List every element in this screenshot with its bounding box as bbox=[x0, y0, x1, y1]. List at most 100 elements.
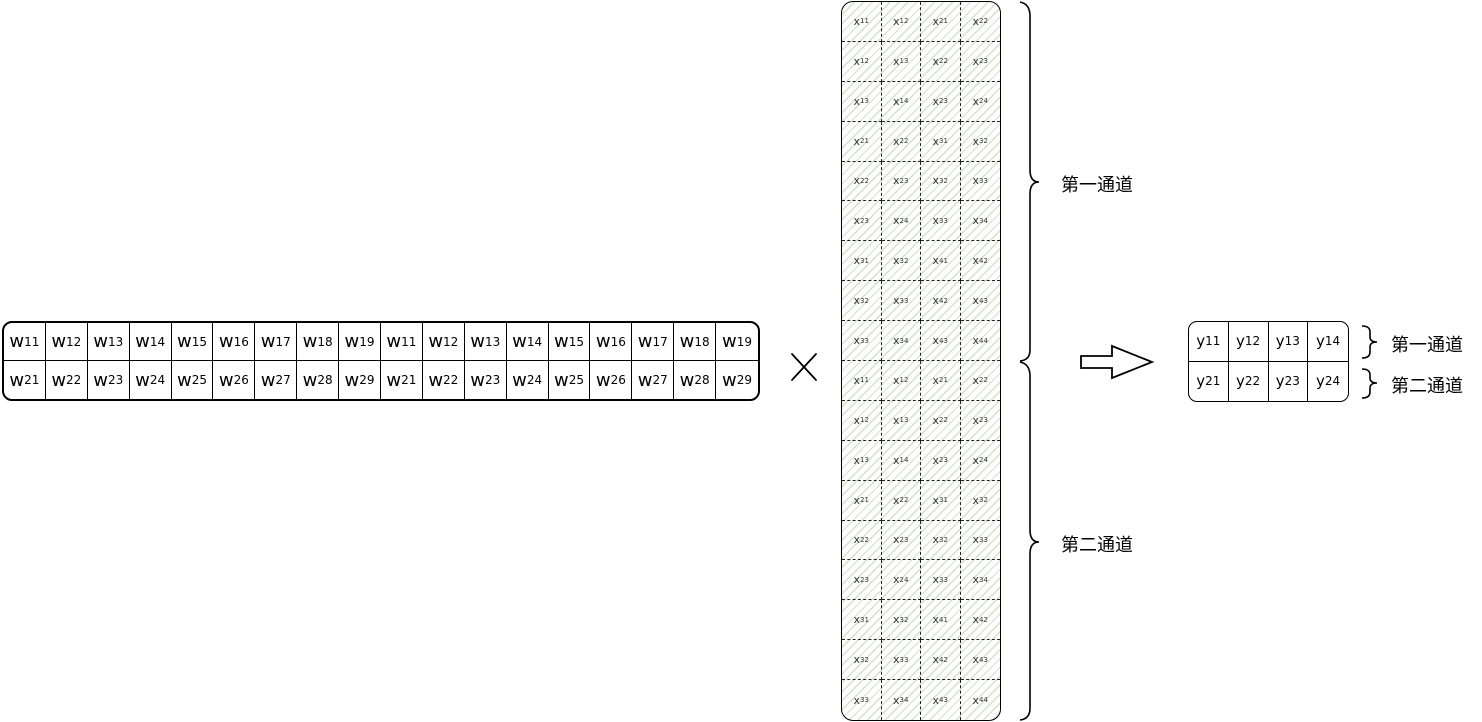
y-channel-2-label: 第二通道 bbox=[1391, 376, 1463, 397]
x-matrix-symbol: x bbox=[972, 214, 980, 228]
w-matrix-symbol: w bbox=[595, 369, 611, 391]
w-matrix-symbol: w bbox=[386, 369, 402, 391]
x-matrix-symbol: x bbox=[972, 613, 980, 627]
x-matrix-symbol: x bbox=[932, 294, 940, 308]
x-matrix-symbol: x bbox=[853, 453, 861, 467]
x-matrix-symbol: x bbox=[893, 14, 900, 28]
y-matrix-symbol: y bbox=[1316, 332, 1325, 351]
x-matrix-symbol: x bbox=[893, 294, 900, 308]
x-matrix-symbol: x bbox=[853, 613, 861, 627]
x-matrix-symbol: x bbox=[972, 134, 980, 148]
w-matrix-symbol: w bbox=[260, 331, 276, 352]
x-matrix-symbol: x bbox=[893, 613, 900, 627]
x-matrix-symbol: x bbox=[853, 94, 861, 108]
x-matrix-symbol: x bbox=[893, 254, 900, 268]
x-matrix-symbol: x bbox=[853, 693, 861, 707]
x-matrix-symbol: x bbox=[893, 533, 900, 547]
w-matrix-symbol: w bbox=[512, 369, 527, 391]
x-matrix-symbol: x bbox=[893, 334, 900, 348]
x-matrix-symbol: x bbox=[893, 373, 900, 387]
x-matrix-symbol: x bbox=[893, 453, 900, 467]
x-matrix-symbol: x bbox=[853, 653, 861, 667]
w-matrix-symbol: w bbox=[176, 331, 192, 352]
w-matrix-symbol: w bbox=[302, 331, 318, 352]
w-matrix-symbol: w bbox=[344, 331, 360, 352]
w-matrix-symbol: w bbox=[679, 369, 695, 391]
x-matrix-symbol: x bbox=[932, 533, 940, 547]
x-channel-2-label: 第二通道 bbox=[1061, 535, 1133, 556]
x-matrix-symbol: x bbox=[853, 14, 861, 28]
w-matrix-symbol: w bbox=[470, 331, 485, 352]
y-channel-1-label: 第一通道 bbox=[1391, 335, 1463, 356]
w-matrix-symbol: w bbox=[428, 369, 444, 391]
x-matrix-symbol: x bbox=[932, 613, 940, 627]
x-matrix-symbol: x bbox=[893, 693, 900, 707]
y-matrix-symbol: y bbox=[1275, 372, 1285, 391]
x-matrix-symbol: x bbox=[972, 653, 980, 667]
x-matrix-symbol: x bbox=[972, 94, 980, 108]
x-matrix-symbol: x bbox=[972, 334, 980, 348]
x-matrix-symbol: x bbox=[893, 54, 900, 68]
x-matrix-symbol: x bbox=[893, 134, 900, 148]
x-matrix-symbol: x bbox=[972, 294, 980, 308]
x-matrix-symbol: x bbox=[972, 693, 980, 707]
x-matrix-symbol: x bbox=[893, 653, 900, 667]
x-matrix-symbol: x bbox=[932, 134, 940, 148]
w-matrix-symbol: w bbox=[260, 369, 276, 391]
w-matrix-symbol: w bbox=[595, 331, 611, 352]
x-matrix-symbol: x bbox=[932, 693, 940, 707]
